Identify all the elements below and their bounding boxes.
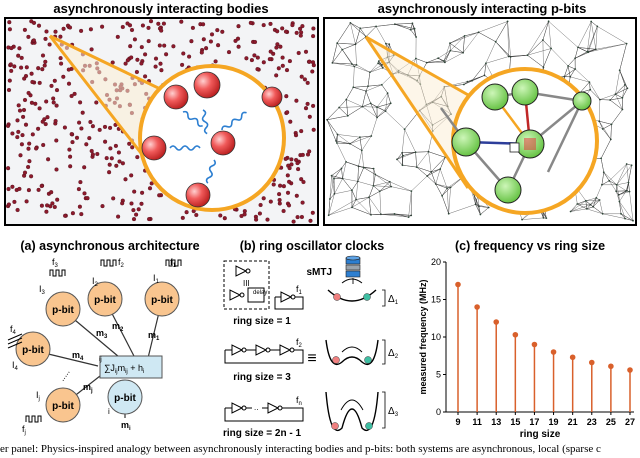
x-tick-label: 27 (625, 417, 635, 427)
ring-size-1-circuit (229, 265, 304, 310)
stem-point (627, 367, 633, 373)
arch-panel-title: (a) asynchronous architecture (20, 239, 199, 253)
m-label-i: mi (121, 420, 131, 432)
ring-panel-title: (b) ring oscillator clocks (240, 239, 385, 253)
i-label-1: I1 (153, 273, 160, 285)
f-label-3: f3 (52, 257, 59, 269)
stem-point (474, 304, 480, 310)
or-symbol: III (243, 279, 250, 288)
delta-1-label: Δ1 (388, 294, 399, 306)
stem-point (531, 341, 538, 348)
y-tick-label: 10 (431, 332, 441, 342)
ring-dots: .. (254, 403, 258, 412)
pbit-label-2: p-bit (94, 295, 116, 306)
chart-title: (c) frequency vs ring size (455, 239, 605, 253)
delay-label: delay (253, 290, 267, 296)
f-label-4: f4 (10, 324, 17, 336)
stem-point (550, 349, 557, 355)
x-tick-label: 25 (606, 417, 616, 427)
energy-landscapes (325, 278, 379, 431)
bodies-zoom-line-top (49, 34, 178, 99)
m-label-j: mj (83, 382, 93, 394)
equivalence-symbol: ≡ (307, 350, 316, 367)
x-tick-label: 15 (510, 417, 520, 427)
smtj-label: sMTJ (306, 267, 332, 278)
m-label-3: m3 (96, 328, 108, 340)
bodies-panel-title: asynchronously interacting bodies (53, 1, 268, 16)
ring-size-3-label: ring size = 3 (233, 372, 291, 383)
figure-caption: er panel: Physics-inspired analogy betwe… (0, 443, 601, 455)
clock-waveforms (7, 259, 182, 423)
y-tick-label: 15 (431, 295, 441, 305)
x-tick-label: 13 (491, 417, 501, 427)
ring-size-3-circuit (224, 344, 304, 364)
x-tick-label: 17 (529, 417, 539, 427)
frequency-chart: measured frequency (MHz) ring size 0 5 10 1… (418, 257, 635, 440)
y-tick-label: 20 (431, 257, 441, 267)
chart-x-axis-label: ring size (520, 429, 561, 440)
m-label-4: m4 (72, 350, 84, 362)
ring-f2-label: f2 (296, 337, 303, 349)
x-tick-label: 21 (568, 417, 578, 427)
i-label-3: I3 (39, 284, 46, 296)
i-label-j: Ij (36, 390, 40, 402)
interaction-springs (169, 109, 247, 184)
x-tick-label: 23 (587, 417, 597, 427)
pbits-zoom-line-bottom (364, 36, 470, 189)
y-tick-label: 0 (436, 407, 441, 417)
pbit-label-3: p-bit (52, 305, 74, 316)
pbits-zoom-line-top (365, 35, 471, 98)
delta-2-label: Δ2 (388, 348, 399, 360)
delta-3-label: Δ3 (388, 406, 399, 418)
arch-pbit-nodes (15, 281, 180, 423)
f-label-2: f2 (118, 257, 125, 269)
ring-fn-label: fn (296, 395, 302, 407)
ring-size-n-circuit (224, 402, 304, 422)
body-spheres (141, 71, 283, 208)
stem-point (493, 319, 500, 325)
pbit-nodes (451, 78, 592, 204)
pbits-panel-title: asynchronously interacting p-bits (378, 1, 587, 16)
stem-point (608, 363, 614, 370)
stem-point (588, 359, 595, 366)
energy-balls (331, 293, 373, 430)
arch-ellipsis: ..... (56, 367, 71, 383)
sum-expression: ∑Jijmij + hi (104, 363, 144, 375)
i-index-label: i (108, 407, 110, 416)
m-label-2: m2 (112, 321, 124, 333)
m-label-1: m1 (148, 330, 160, 342)
pbit-label-i: p-bit (114, 393, 136, 404)
pbit-label-4: p-bit (22, 345, 44, 356)
f-label-j: fj (22, 424, 26, 436)
figure-canvas: asynchronously interacting bodies asynch… (4, 1, 637, 440)
ring-unit-dashed-box (223, 260, 270, 310)
pbit-label-j: p-bit (52, 401, 74, 412)
x-tick-label: 19 (549, 417, 559, 427)
i-label-4: I4 (12, 360, 19, 372)
x-tick-label: 9 (455, 417, 460, 427)
stem-point (512, 331, 519, 338)
stem-point (569, 354, 576, 361)
chart-y-axis-label: measured frequency (MHz) (418, 279, 428, 394)
ring-size-1-label: ring size = 1 (233, 316, 291, 327)
pbit-label-1: p-bit (151, 295, 173, 306)
i-label-2: I2 (92, 276, 99, 288)
stem-point (455, 281, 461, 288)
ring-f1-label: f1 (296, 284, 303, 296)
f-label-1: f1 (170, 257, 177, 269)
sum-index: ij (99, 357, 102, 363)
x-tick-label: 11 (472, 417, 482, 427)
smtj-device-icon (345, 255, 361, 284)
y-tick-label: 5 (436, 370, 441, 380)
delta-brackets (382, 289, 386, 429)
ring-size-n-label: ring size = 2n - 1 (223, 428, 302, 439)
